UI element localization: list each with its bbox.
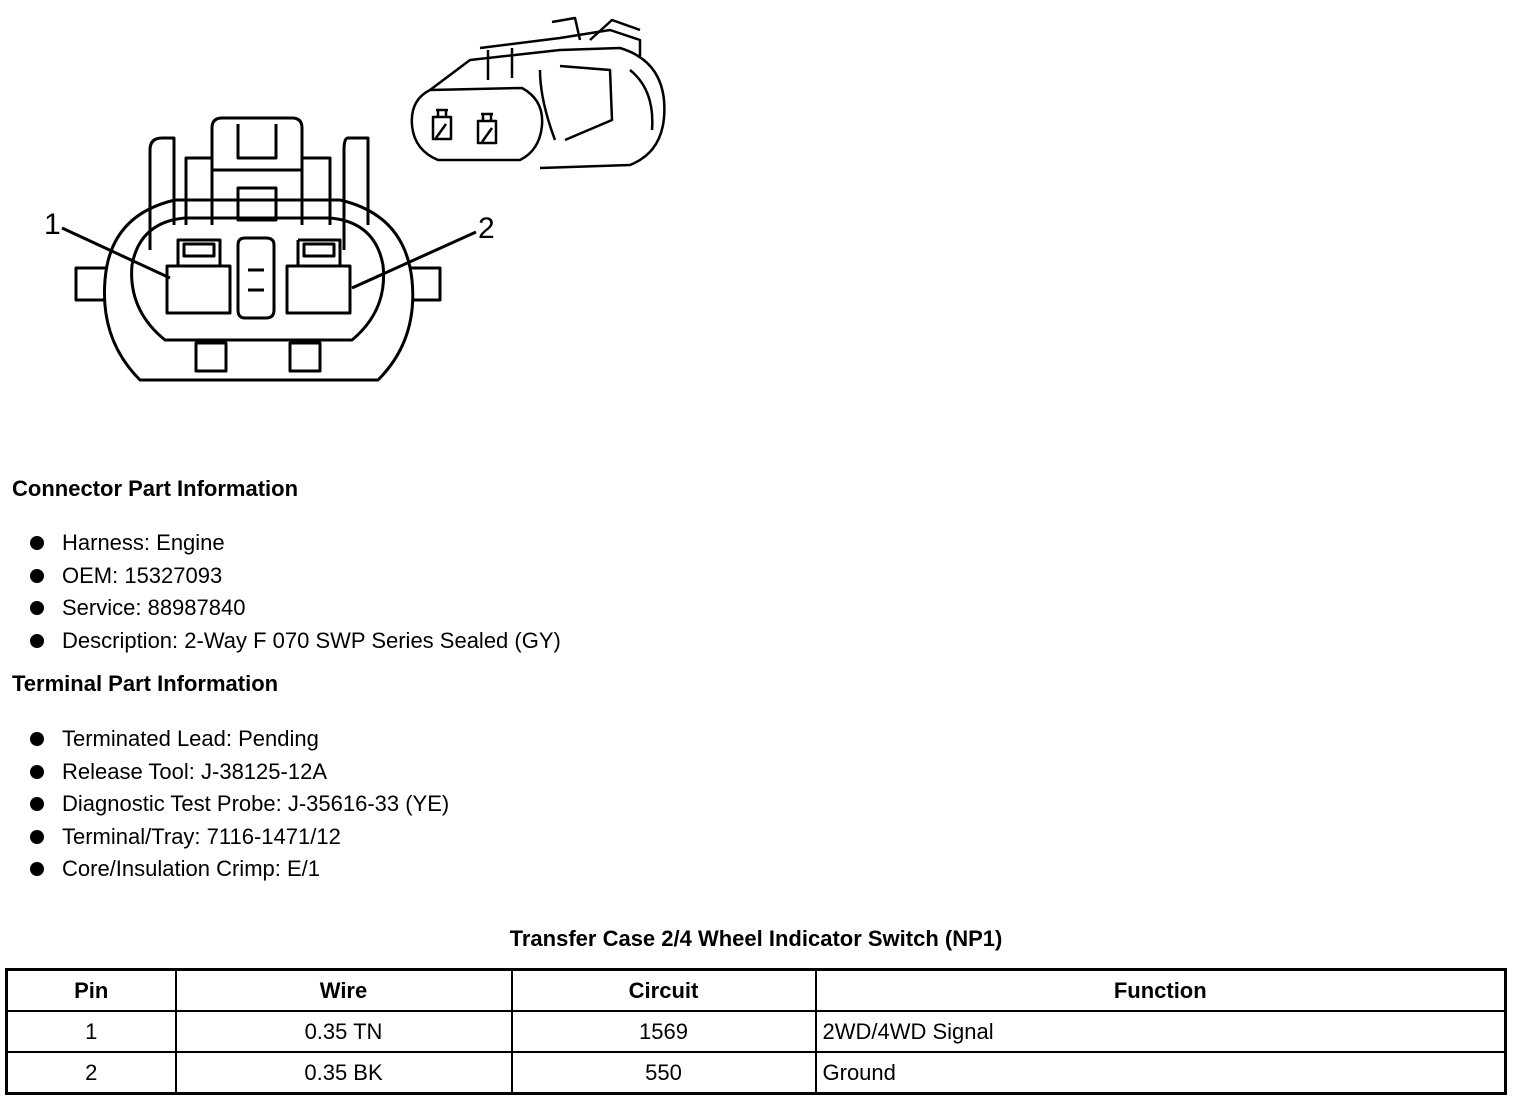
left-tab (74, 266, 108, 302)
cell-wire: 0.35 BK (174, 1051, 513, 1095)
pin-table: Pin Wire Circuit Function 1 0.35 TN 1569… (5, 968, 1507, 1095)
pin-2-cavity (285, 264, 352, 315)
cell-pin: 1 (5, 1010, 177, 1053)
connector-body (102, 198, 415, 382)
list-item-text: Core/Insulation Crimp: E/1 (62, 856, 320, 882)
cell-function: Ground (814, 1051, 1507, 1095)
bullet-icon (30, 633, 44, 648)
list-item: Terminated Lead: Pending (30, 723, 449, 756)
list-item: Service: 88987840 (30, 592, 561, 625)
bullet-icon (30, 862, 44, 877)
list-item: Description: 2-Way F 070 SWP Series Seal… (30, 625, 561, 658)
cell-circuit: 1569 (510, 1010, 817, 1053)
list-item-text: Description: 2-Way F 070 SWP Series Seal… (62, 627, 561, 653)
terminal-info-heading: Terminal Part Information (12, 671, 279, 696)
bullet-icon (30, 829, 44, 844)
pin-1-cavity (165, 264, 232, 315)
right-tab (410, 266, 442, 302)
bullet-icon (30, 764, 44, 779)
callout-2-leader (351, 230, 477, 290)
table-row: 1 0.35 TN 1569 2WD/4WD Signal (5, 1010, 1507, 1053)
list-item: Diagnostic Test Probe: J-35616-33 (YE) (30, 788, 449, 821)
list-item-text: Diagnostic Test Probe: J-35616-33 (YE) (62, 791, 450, 817)
cell-wire: 0.35 TN (174, 1010, 513, 1053)
list-item: Harness: Engine (30, 527, 561, 560)
callout-1-leader (61, 226, 171, 280)
list-item: Release Tool: J-38125-12A (30, 756, 449, 789)
list-item: Core/Insulation Crimp: E/1 (30, 853, 449, 886)
header-circuit: Circuit (510, 968, 817, 1012)
connector-3d-view (410, 16, 666, 170)
list-item: Terminal/Tray: 7116-1471/12 (30, 821, 449, 854)
list-item-text: Service: 88987840 (62, 595, 246, 621)
list-item-text: Terminal/Tray: 7116-1471/12 (62, 823, 341, 849)
list-item-text: Harness: Engine (62, 530, 225, 555)
terminal-info-list: Terminated Lead: Pending Release Tool: J… (30, 723, 449, 886)
header-pin: Pin (5, 968, 177, 1012)
callout-1-label: 1 (44, 208, 61, 241)
lock-tower (210, 116, 304, 225)
list-item: OEM: 15327093 (30, 560, 561, 593)
table-row: 2 0.35 BK 550 Ground (5, 1051, 1507, 1095)
table-header-row: Pin Wire Circuit Function (5, 968, 1507, 1012)
cell-circuit: 550 (510, 1051, 817, 1095)
bullet-icon (30, 601, 44, 616)
bullet-icon (30, 568, 44, 583)
bullet-icon (30, 536, 44, 550)
right-latch (342, 136, 370, 250)
header-function: Function (814, 968, 1507, 1012)
cell-function: 2WD/4WD Signal (814, 1010, 1507, 1053)
list-item-text: Terminated Lead: Pending (62, 726, 319, 751)
left-latch (148, 136, 176, 250)
connector-face (130, 216, 386, 342)
bullet-icon (30, 732, 44, 746)
cell-pin: 2 (5, 1051, 177, 1095)
header-wire: Wire (174, 968, 513, 1012)
list-item-text: OEM: 15327093 (62, 562, 223, 588)
connector-info-list: Harness: Engine OEM: 15327093 Service: 8… (30, 527, 561, 657)
connector-diagram: 1 2 (44, 16, 666, 382)
list-item-text: Release Tool: J-38125-12A (62, 758, 327, 784)
bullet-icon (30, 797, 44, 812)
table-title: Transfer Case 2/4 Wheel Indicator Switch… (509, 926, 1003, 951)
connector-info-heading: Connector Part Information (12, 476, 299, 501)
callout-2-label: 2 (478, 212, 495, 245)
